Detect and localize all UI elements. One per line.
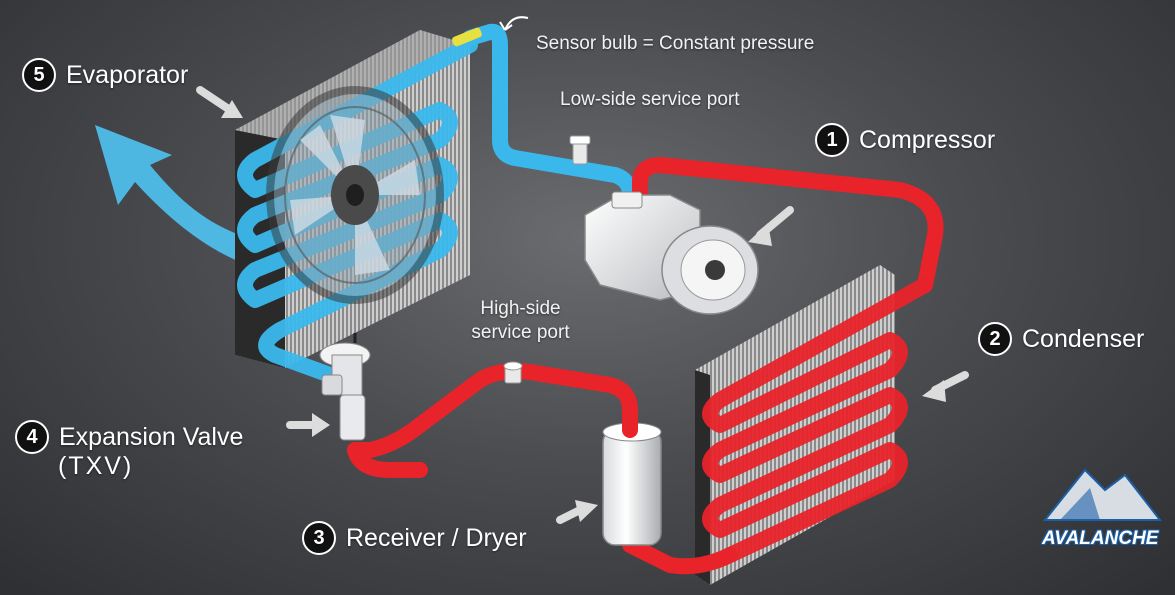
discharge-line xyxy=(632,157,944,293)
low-side-port-note: Low-side service port xyxy=(560,89,740,110)
evaporator-number-badge: 5 xyxy=(22,58,56,92)
suction-line xyxy=(462,23,638,213)
expansion-valve-label: 4 Expansion Valve xyxy=(15,420,243,454)
evaporator-coil xyxy=(237,37,478,383)
expansion-valve xyxy=(319,333,371,441)
sensor-pointer-arrow xyxy=(504,16,529,31)
compressor-number-badge: 1 xyxy=(815,123,849,157)
evaporator-pointer xyxy=(196,86,234,114)
fan xyxy=(266,86,444,304)
condenser-coil xyxy=(702,277,933,563)
condenser-label: 2 Condenser xyxy=(978,322,1144,356)
evaporator-label: 5 Evaporator xyxy=(22,58,188,92)
sensor-bulb-note: Sensor bulb = Constant pressure xyxy=(536,33,815,54)
compressor-label-text: Compressor xyxy=(859,125,996,154)
liquid-line-to-txv xyxy=(347,363,638,458)
evaporator-label-text: Evaporator xyxy=(66,60,189,89)
logo-mountain xyxy=(1042,468,1163,521)
low-side-port xyxy=(569,135,591,165)
receiver-dryer-number-badge: 3 xyxy=(302,521,336,555)
high-side-port xyxy=(503,361,523,384)
sensor-bulb xyxy=(452,27,482,47)
high-side-port-note-line1: High-side xyxy=(480,298,561,319)
expansion-valve-subtext: (TXV) xyxy=(58,452,134,480)
liquid-line-to-receiver xyxy=(622,537,738,575)
receiver-pointer xyxy=(556,506,584,524)
compressor xyxy=(584,191,759,315)
receiver-dryer-label: 3 Receiver / Dryer xyxy=(302,521,527,555)
expansion-valve-label-text: Expansion Valve xyxy=(59,422,244,451)
condenser-number-badge: 2 xyxy=(978,322,1012,356)
receiver-dryer-label-text: Receiver / Dryer xyxy=(346,523,527,552)
receiver-dryer xyxy=(602,422,662,546)
high-side-port-note: High-side service port xyxy=(458,297,583,345)
condenser-label-text: Condenser xyxy=(1022,324,1145,353)
high-side-port-note-line2: service port xyxy=(471,322,570,343)
airflow-arrow xyxy=(95,125,240,262)
compressor-label: 1 Compressor xyxy=(815,123,995,157)
avalanche-logo-text: AVALANCHE xyxy=(1042,528,1159,549)
expansion-valve-number-badge: 4 xyxy=(15,420,49,454)
